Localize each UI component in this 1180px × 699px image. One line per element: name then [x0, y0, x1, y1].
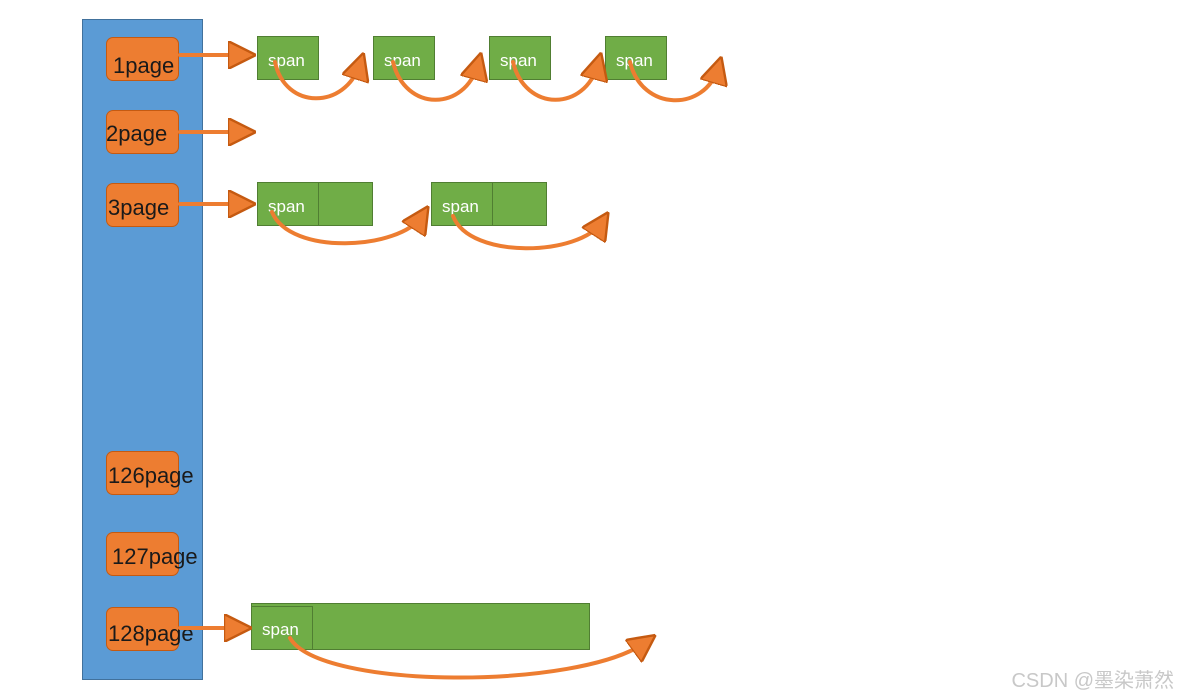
page-box-128 [106, 607, 179, 651]
next-arrow-1-4 [628, 62, 718, 103]
span-3-2-first-page [431, 182, 493, 226]
span-label-3-1: span [268, 197, 305, 216]
next-arrow-3-1 [270, 212, 422, 246]
page-label-3: 3page [108, 195, 170, 220]
next-arrow-1-3 [511, 62, 598, 102]
next-arrow-128-1 [288, 638, 646, 680]
span-3-1-first-page [257, 182, 319, 226]
span-label-3-2: span [442, 197, 479, 216]
span-label-1-3: span [500, 51, 537, 70]
span-1-1 [257, 36, 319, 80]
span-128-1 [251, 603, 590, 650]
page-label-128: 128page [108, 621, 194, 646]
span-1-2 [373, 36, 435, 80]
page-box-127 [106, 532, 179, 576]
next-arrow-1-2 [391, 62, 478, 102]
page-box-2 [106, 110, 179, 154]
span-label-128-1: span [262, 620, 299, 639]
next-arrow-1-1 [273, 62, 360, 101]
page-label-2: 2page [106, 121, 168, 146]
watermark: CSDN @墨染萧然 [1011, 670, 1174, 692]
span-label-1-4: span [616, 51, 653, 70]
page-label-127: 127page [112, 544, 198, 569]
page-box-126 [106, 451, 179, 495]
page-box-1 [106, 37, 179, 81]
page-label-1: 1page [113, 53, 175, 78]
page-label-126: 126page [108, 463, 194, 488]
next-arrow-3-2 [451, 216, 602, 251]
page-box-3 [106, 183, 179, 227]
